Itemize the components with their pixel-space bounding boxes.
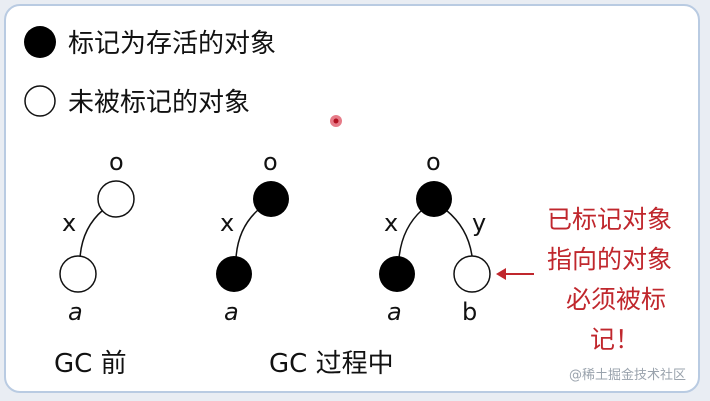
during2-edge-x [398,209,423,259]
before-edge-x [79,209,104,259]
during2-root-node [416,181,452,217]
during-caption: GC 过程中 [269,349,394,379]
during2-edge-y-label: y [472,209,486,237]
during-root-label: o [263,148,278,176]
cursor-dot-core [333,118,339,124]
gc-marking-diagram: 标记为存活的对象 未被标记的对象 o x a GC 前 o x a GC 过程中 [24,26,672,379]
legend: 标记为存活的对象 未被标记的对象 [24,26,276,118]
diagram-during-two: o x y a b [379,148,534,326]
during-child-node [216,256,252,292]
annotation-line2: 指向的对象 [547,245,672,274]
during2-child-a-label: a [387,298,402,326]
during2-root-label: o [426,148,441,176]
before-root-label: o [109,148,124,176]
during2-child-b-label: b [462,298,477,326]
legend-unmarked-dot [24,85,56,117]
diagram-during: o x a GC 过程中 [216,148,394,379]
annotation-line1: 已标记对象 [547,205,672,234]
during2-edge-y [445,209,473,257]
legend-unmarked-label: 未被标记的对象 [68,88,250,118]
annotation-line4: 记！ [590,325,640,354]
before-edge-label: x [62,209,76,237]
diagram-card: 标记为存活的对象 未被标记的对象 o x a GC 前 o x a GC 过程中 [4,4,700,393]
before-caption: GC 前 [54,349,127,379]
during-child-label: a [224,298,239,326]
watermark: @稀土掘金技术社区 [568,368,686,383]
legend-marked-dot [24,26,56,58]
before-child-label: a [68,298,83,326]
diagram-before: o x a GC 前 [54,148,135,379]
during-edge-x [235,209,259,259]
legend-marked-label: 标记为存活的对象 [68,29,276,59]
during-root-node [253,181,289,217]
before-child-node [59,255,97,293]
during2-child-a-node [379,256,415,292]
during2-edge-x-label: x [384,209,398,237]
annotation-arrow-head [496,268,506,280]
before-root-node [97,180,135,218]
annotation-line3: 必须被标 [566,285,666,314]
during-edge-label: x [220,209,234,237]
annotation: 已标记对象 指向的对象 必须被标 记！ [547,205,672,354]
during2-child-b-node [453,255,491,293]
